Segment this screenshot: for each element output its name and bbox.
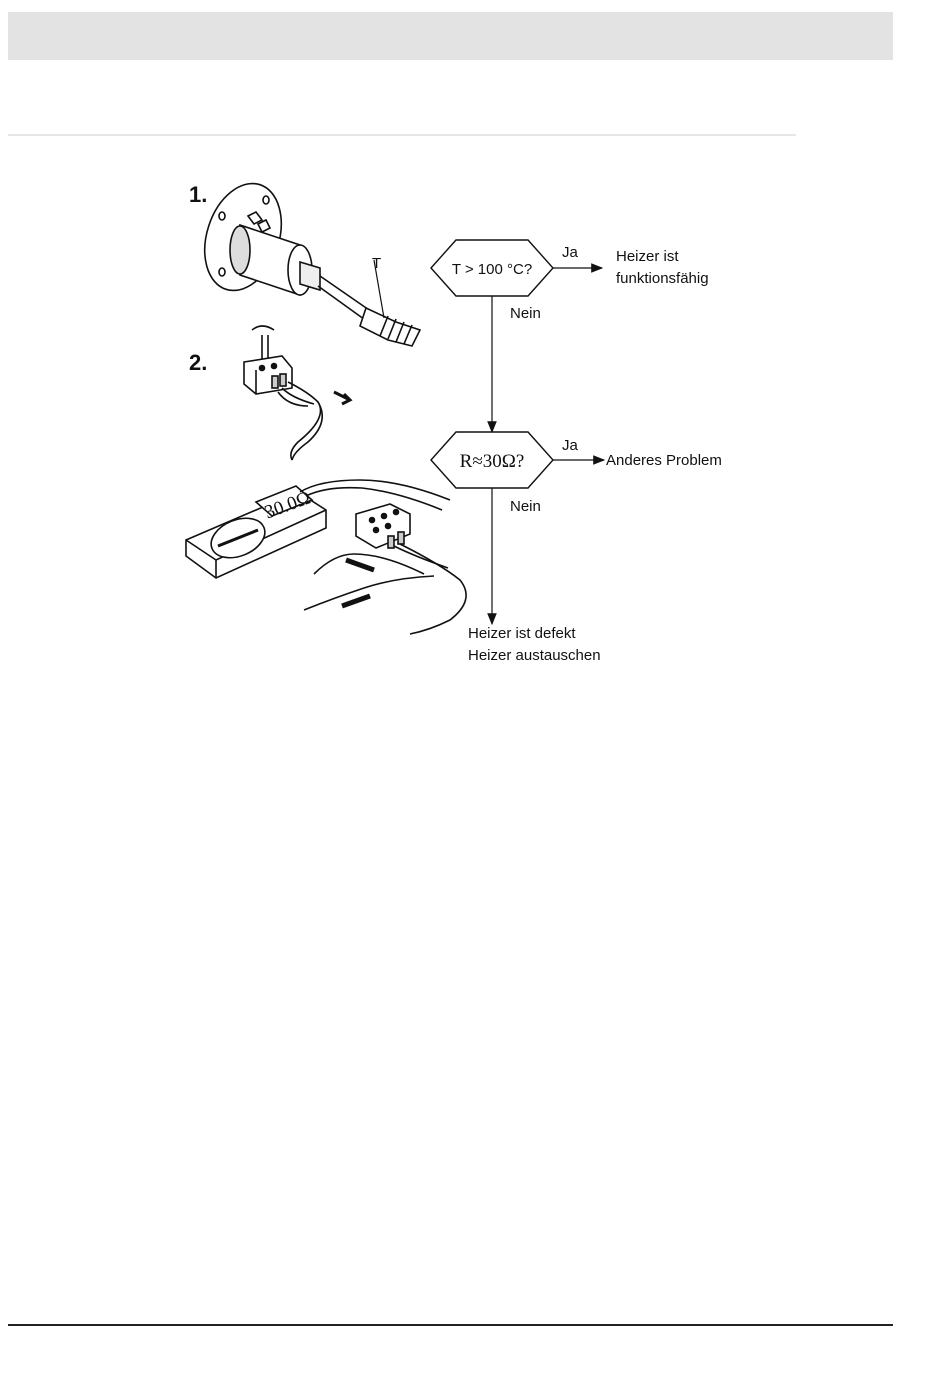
decision-temperature-label: T > 100 °C? [452, 261, 532, 278]
outcome-other-problem: Anderes Problem [606, 452, 722, 469]
decision2-yes-label: Ja [562, 437, 579, 454]
outcome-defective-line2: Heizer austauschen [468, 647, 601, 664]
connector-illustration [244, 326, 350, 460]
outcome-defective-line1: Heizer ist defekt [468, 625, 576, 642]
outcome-functional-line1: Heizer ist [616, 248, 679, 265]
decision1-no-label: Nein [510, 305, 541, 322]
flowchart: T > 100 °C? Ja Heizer ist funktionsfähig… [431, 240, 722, 664]
decision2-no-label: Nein [510, 498, 541, 515]
heater-illustration [192, 174, 420, 346]
heater-test-figure: 1. 2. T [0, 0, 950, 700]
footer-rule [8, 1324, 893, 1326]
multimeter-illustration [186, 480, 466, 634]
step-1-label: 1. [189, 182, 207, 207]
decision1-yes-label: Ja [562, 244, 579, 261]
step-2-label: 2. [189, 350, 207, 375]
decision-resistance-label: R≈30Ω? [460, 451, 525, 472]
outcome-functional-line2: funktionsfähig [616, 270, 709, 287]
sensor-label: T [372, 255, 381, 272]
